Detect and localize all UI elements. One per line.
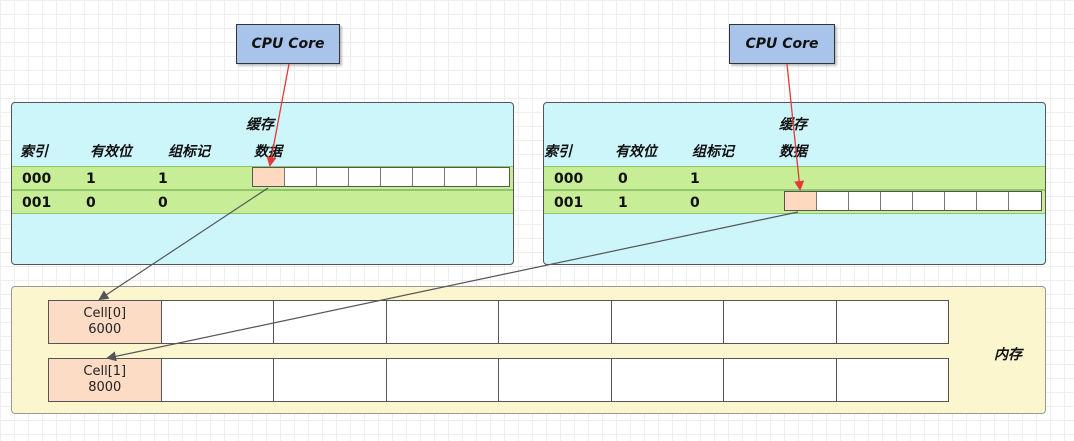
cache-left-data-byte [317, 168, 349, 186]
cache-left-row-1-index: 001 [22, 195, 52, 211]
cache-left-row-0-tag: 1 [158, 171, 168, 187]
cache-right-header-index: 索引 [544, 144, 572, 160]
cache-left-row-1-valid: 0 [86, 195, 96, 211]
cache-right-header-valid: 有效位 [615, 144, 657, 160]
memory-slot [387, 301, 499, 343]
cache-left-data-byte [349, 168, 381, 186]
memory-slot [724, 301, 837, 343]
memory-cell-1-name: Cell[1] [83, 364, 127, 379]
memory-slot [274, 301, 387, 343]
memory-slot [274, 359, 387, 401]
cache-left-header-valid: 有效位 [90, 144, 132, 160]
cache-right-header-tag: 组标记 [692, 144, 734, 160]
cache-right-data-byte [977, 192, 1009, 210]
cache-left-header-index: 索引 [20, 144, 48, 160]
memory-cell-1: Cell[1] 8000 [49, 359, 162, 401]
cache-left-data-byte [381, 168, 413, 186]
cache-right-data-byte [817, 192, 849, 210]
cache-right-header-data: 数据 [779, 144, 807, 160]
memory-cell-0-name: Cell[0] [83, 306, 127, 321]
cache-left-row-0-valid: 1 [86, 171, 96, 187]
memory-cell-0: Cell[0] 6000 [49, 301, 162, 343]
memory-row-0: Cell[0] 6000 [48, 300, 949, 344]
memory-slot [162, 301, 274, 343]
memory-cell-0-value: 6000 [88, 322, 122, 337]
memory-slot [499, 301, 612, 343]
cache-left-row-0-index: 000 [22, 171, 52, 187]
memory-row-1: Cell[1] 8000 [48, 358, 949, 402]
memory-slot [724, 359, 837, 401]
cache-right-data-byte [913, 192, 945, 210]
cache-left-header-data: 数据 [254, 144, 282, 160]
cpu-core-left-label: CPU Core [251, 36, 325, 52]
cache-right-row-1-tag: 0 [690, 195, 700, 211]
cache-right-row-0-valid: 0 [618, 171, 628, 187]
memory-slot [612, 359, 724, 401]
cache-right-data-byte [881, 192, 913, 210]
cache-left-title: 缓存 [246, 117, 274, 133]
cache-right-row-0-index: 000 [554, 171, 584, 187]
memory-slot [837, 359, 949, 401]
cache-left-header-tag: 组标记 [168, 144, 210, 160]
cache-right-data-byte [849, 192, 881, 210]
cache-right-data-block [784, 191, 1042, 211]
cache-left-data-byte [445, 168, 477, 186]
memory-slot [499, 359, 612, 401]
cache-right-title: 缓存 [779, 117, 807, 133]
memory-slot [162, 359, 274, 401]
memory-cell-1-value: 8000 [88, 380, 122, 395]
cache-left-data-block [252, 167, 510, 187]
cache-right-data-byte [1009, 192, 1041, 210]
cache-right-row-1-index: 001 [554, 195, 584, 211]
cache-left-data-byte-highlight [253, 168, 285, 186]
cache-right-row-0-tag: 1 [690, 171, 700, 187]
cpu-core-right: CPU Core [729, 24, 835, 64]
cache-left-data-byte [285, 168, 317, 186]
cache-left-data-byte [477, 168, 509, 186]
memory-slot [387, 359, 499, 401]
cache-right-data-byte [945, 192, 977, 210]
cpu-core-left: CPU Core [236, 24, 340, 64]
cache-left-row-1-tag: 0 [158, 195, 168, 211]
memory-slot [612, 301, 724, 343]
cache-left-data-byte [413, 168, 445, 186]
cache-right-data-byte-highlight [785, 192, 817, 210]
cpu-core-right-label: CPU Core [745, 36, 819, 52]
memory-slot [837, 301, 949, 343]
cache-right-row-1-valid: 1 [618, 195, 628, 211]
memory-label: 内存 [994, 347, 1022, 363]
